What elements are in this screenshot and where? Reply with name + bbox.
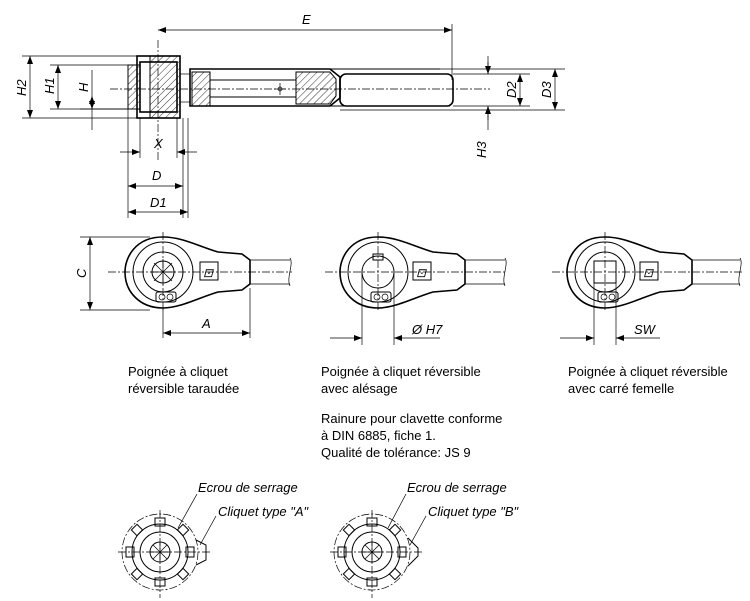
caption-taraudee-line2: réversible taraudée bbox=[128, 381, 239, 396]
caption-alesage-line1: Poignée à cliquet réversible bbox=[321, 364, 481, 379]
note-line2: à DIN 6885, fiche 1. bbox=[321, 428, 436, 443]
dim-H: H bbox=[76, 82, 91, 92]
dim-E: E bbox=[302, 12, 311, 27]
svg-text:⊡: ⊡ bbox=[643, 266, 654, 280]
caption-taraudee-line1: Poignée à cliquet bbox=[128, 364, 228, 379]
caption-alesage-line2: avec alésage bbox=[321, 381, 398, 396]
dim-D2: D2 bbox=[504, 81, 519, 98]
front-view-taraudee: ⊡ bbox=[80, 232, 292, 338]
caption-carre-line1: Poignée à cliquet réversible bbox=[568, 364, 728, 379]
svg-text:⊡: ⊡ bbox=[416, 266, 427, 280]
dim-D1: D1 bbox=[150, 195, 167, 210]
dim-SW: SW bbox=[634, 322, 657, 337]
side-view bbox=[22, 24, 565, 218]
dim-OH7: Ø H7 bbox=[411, 322, 443, 337]
dim-D3: D3 bbox=[539, 81, 554, 98]
detail-cliquet-a bbox=[118, 493, 217, 598]
svg-text:⊡: ⊡ bbox=[203, 266, 214, 280]
front-view-alesage: ⊡ bbox=[325, 232, 507, 345]
callout-cliquet-a: Cliquet type "A" bbox=[218, 504, 310, 519]
dim-H3: H3 bbox=[474, 141, 489, 158]
caption-carre-line2: avec carré femelle bbox=[568, 381, 674, 396]
callout-ecrou-a: Ecrou de serrage bbox=[198, 480, 298, 495]
dim-A: A bbox=[201, 316, 211, 331]
dim-X: X bbox=[153, 136, 164, 151]
note-line1: Rainure pour clavette conforme bbox=[321, 411, 502, 426]
note-line3: Qualité de tolérance: JS 9 bbox=[321, 445, 471, 460]
dim-H2: H2 bbox=[14, 79, 29, 96]
dim-C: C bbox=[74, 268, 89, 278]
callout-cliquet-b: Cliquet type "B" bbox=[428, 504, 520, 519]
dim-H1: H1 bbox=[42, 77, 57, 94]
dim-D: D bbox=[152, 168, 161, 183]
front-view-carre: ⊡ bbox=[552, 232, 744, 345]
callout-ecrou-b: Ecrou de serrage bbox=[407, 480, 507, 495]
detail-cliquet-b bbox=[330, 493, 427, 598]
